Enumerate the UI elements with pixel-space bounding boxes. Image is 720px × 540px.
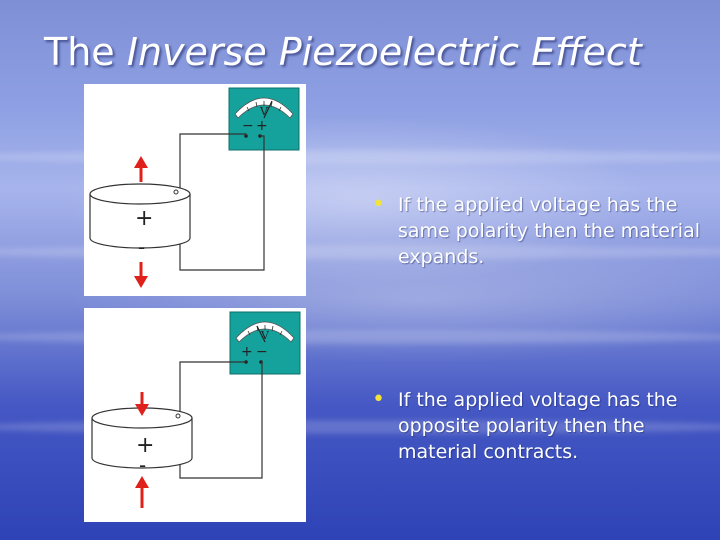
meter-terminal-right: +	[256, 118, 268, 134]
top-wire	[179, 361, 246, 412]
top-wire	[179, 133, 247, 188]
bullet-dot-icon: •	[372, 387, 385, 412]
voltmeter-needle	[256, 325, 266, 343]
bullet-contracts: • If the applied voltage has the opposit…	[372, 387, 702, 465]
bottom-polarity-sign: -	[139, 453, 146, 477]
top-polarity-sign: +	[136, 433, 154, 458]
bottom-polarity-sign: -	[138, 235, 145, 259]
slide-title: The Inverse Piezoelectric Effect	[44, 30, 642, 74]
bullet-dot-icon: •	[372, 192, 385, 217]
contraction-diagram: V + − + -	[84, 308, 306, 522]
title-plain: The	[44, 30, 127, 74]
expansion-diagram-svg: V − + + -	[89, 87, 300, 288]
contraction-diagram-svg: V + − + -	[91, 311, 301, 508]
piezo-disc-body	[89, 194, 191, 249]
bullet-expands: • If the applied voltage has the same po…	[372, 192, 702, 270]
piezo-disc-top	[89, 183, 191, 205]
title-italic: Inverse Piezoelectric Effect	[126, 30, 642, 74]
piezo-disc-body	[91, 418, 193, 469]
bottom-wire	[179, 361, 263, 479]
voltmeter-needle	[263, 100, 273, 119]
voltmeter-dial	[235, 321, 295, 343]
bullet-text: If the applied voltage has the opposite …	[398, 389, 678, 463]
voltmeter	[229, 311, 301, 375]
top-polarity-sign: +	[135, 206, 153, 231]
meter-terminal-left: +	[241, 344, 253, 360]
meter-symbol: V	[260, 329, 270, 342]
expansion-diagram: V − + + -	[84, 84, 306, 296]
bullet-text: If the applied voltage has the same pola…	[398, 194, 700, 268]
meter-symbol: V	[259, 105, 269, 118]
bottom-wire	[179, 135, 265, 271]
meter-terminal-left: −	[242, 118, 254, 134]
meter-terminal-right: −	[256, 344, 268, 360]
voltmeter-dial	[234, 97, 294, 119]
